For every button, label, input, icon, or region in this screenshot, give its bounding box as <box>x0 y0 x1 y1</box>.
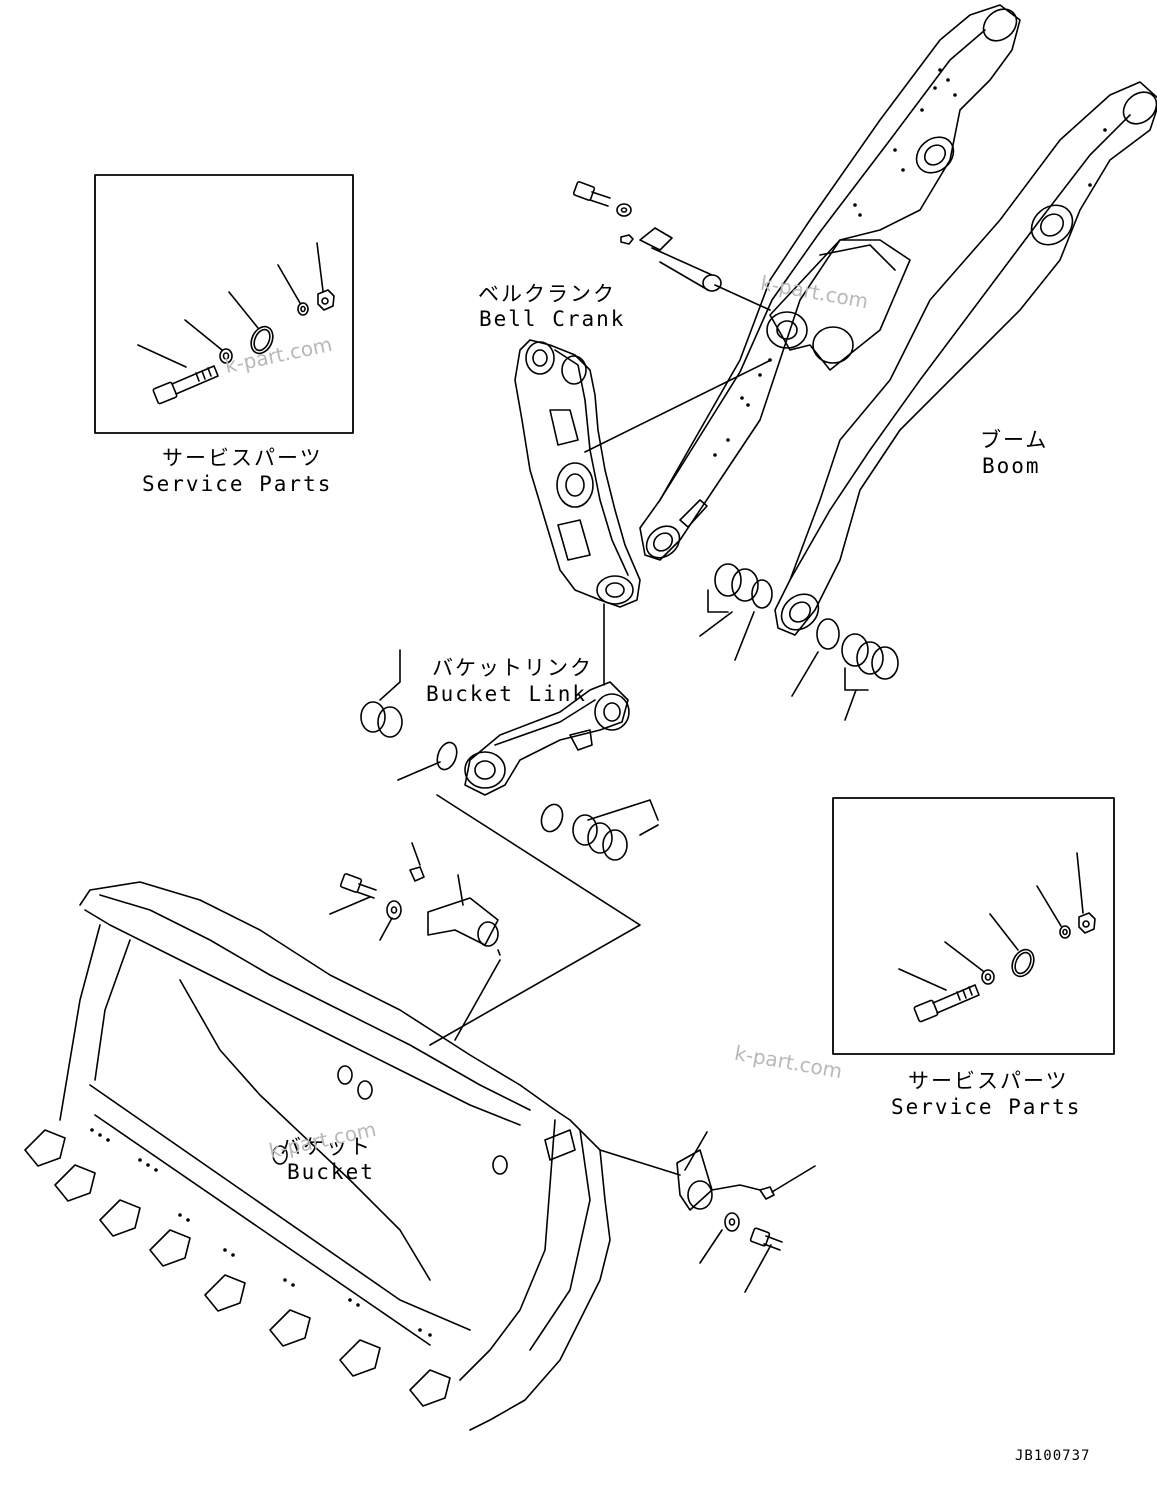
boom-bellcrank-pin <box>572 181 771 311</box>
bell-crank-label-en: Bell Crank <box>479 307 626 331</box>
boom-pin-shims <box>699 563 899 721</box>
bell-crank <box>514 339 641 608</box>
bucket-boom-pin <box>599 1131 816 1293</box>
bucket-link <box>464 681 630 796</box>
service-parts-label-jp-right: サービスパーツ <box>908 1069 1069 1093</box>
bucket-label-en: Bucket <box>287 1160 375 1184</box>
washer-icon <box>981 969 995 985</box>
service-parts-box-left <box>94 174 354 434</box>
bolt-icon <box>152 365 219 405</box>
service-parts-label-en-right: Service Parts <box>891 1095 1082 1119</box>
bucket-link-shims <box>360 649 659 1046</box>
small-washer-icon <box>297 302 309 316</box>
bucket-link-pin <box>329 842 501 956</box>
bell-crank-label-jp: ベルクランク <box>478 282 616 306</box>
bucket-teeth <box>24 1129 451 1407</box>
leader-line <box>584 359 772 686</box>
boom-label-en: Boom <box>982 454 1041 478</box>
service-parts-label-jp-left: サービスパーツ <box>162 446 323 470</box>
service-parts-label-en-left: Service Parts <box>142 472 333 496</box>
boom-label-jp: ブーム <box>980 428 1049 452</box>
drawing-code: JB100737 <box>1015 1448 1091 1464</box>
bucket-label-jp: バケット <box>280 1135 372 1159</box>
boom <box>639 4 1157 636</box>
bucket-link-label-en: Bucket Link <box>426 682 588 706</box>
washer-icon <box>219 348 233 364</box>
nut-icon <box>1078 912 1096 934</box>
bucket-link-label-jp: バケットリンク <box>432 656 593 680</box>
snap-ring-icon <box>1011 948 1035 978</box>
bucket <box>24 881 611 1431</box>
snap-ring-icon <box>250 325 274 355</box>
small-washer-icon <box>1059 925 1071 939</box>
nut-icon <box>317 289 335 311</box>
bolt-icon <box>913 984 980 1023</box>
service-parts-box-right <box>832 797 1115 1055</box>
